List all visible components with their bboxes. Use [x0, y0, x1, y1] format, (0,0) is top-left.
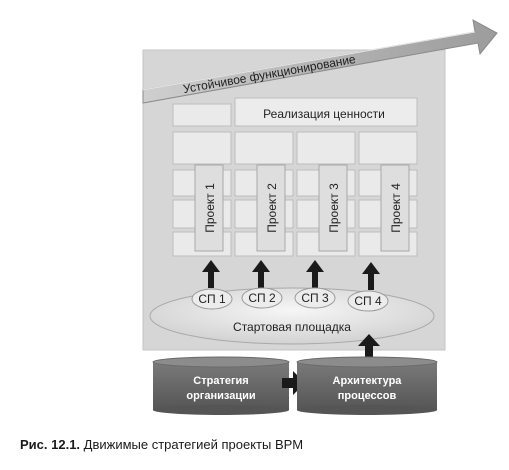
pad-arrows	[202, 260, 380, 290]
grid-block	[172, 103, 232, 127]
grid-block	[358, 131, 418, 165]
grid-block	[234, 131, 294, 165]
architecture-label-line-2: процессов	[338, 390, 397, 402]
project-columns	[172, 131, 418, 257]
launch-pad-2	[241, 287, 283, 309]
launch-pad-label-2: СП 2	[248, 291, 276, 305]
project-column-2	[234, 131, 294, 257]
launch-platform-label: Стартовая площадка	[233, 320, 351, 334]
launch-pad-label-3: СП 3	[301, 291, 329, 305]
grid-block	[296, 131, 356, 165]
arrow-up-icon	[252, 260, 270, 288]
project-labels: Проект 1 Проект 2 Проект 3 Проект 4	[203, 183, 403, 233]
launch-pad-4	[347, 290, 389, 312]
value-realization-box	[234, 97, 418, 127]
value-realization-label: Реализация ценности	[263, 107, 385, 121]
launch-pad-label-4: СП 4	[354, 294, 382, 308]
value-realization-row: Реализация ценности	[172, 97, 418, 127]
project-bar	[380, 164, 410, 252]
project-label-1: Проект 1	[203, 183, 217, 233]
launch-pads: СП 1 СП 2 СП 3 СП 4	[191, 287, 389, 312]
architecture-label-line-1: Архитектура	[333, 375, 403, 387]
arrow-up-icon	[358, 334, 380, 358]
project-bar	[194, 164, 224, 252]
arrow-right-icon	[282, 371, 305, 395]
project-label-4: Проект 4	[389, 183, 403, 233]
launch-pad-label-1: СП 1	[198, 292, 226, 306]
project-label-3: Проект 3	[327, 183, 341, 233]
arrow-up-icon	[202, 260, 220, 288]
project-bar	[318, 164, 348, 252]
strategy-label-line-2: организации	[186, 390, 255, 402]
figure-caption: Рис. 12.1. Движимые стратегией проекты B…	[20, 437, 303, 452]
project-label-2: Проект 2	[265, 183, 279, 233]
strategy-cylinder: Стратегия организации	[152, 356, 290, 415]
arrow-up-icon	[306, 260, 324, 288]
strategy-label-line-1: Стратегия	[193, 375, 248, 387]
launch-pad-3	[294, 287, 336, 309]
arrow-up-icon	[362, 262, 380, 290]
project-column-4	[358, 131, 418, 257]
project-column-1	[172, 131, 232, 257]
figure-caption-label: Рис. 12.1.	[20, 437, 81, 452]
grid-block	[172, 131, 232, 165]
project-column-3	[296, 131, 356, 257]
figure-caption-text: Движимые стратегией проекты BPM	[83, 437, 304, 452]
process-architecture-cylinder: Архитектура процессов	[296, 356, 438, 415]
launch-pad-1	[191, 288, 233, 310]
project-bar	[256, 164, 286, 252]
